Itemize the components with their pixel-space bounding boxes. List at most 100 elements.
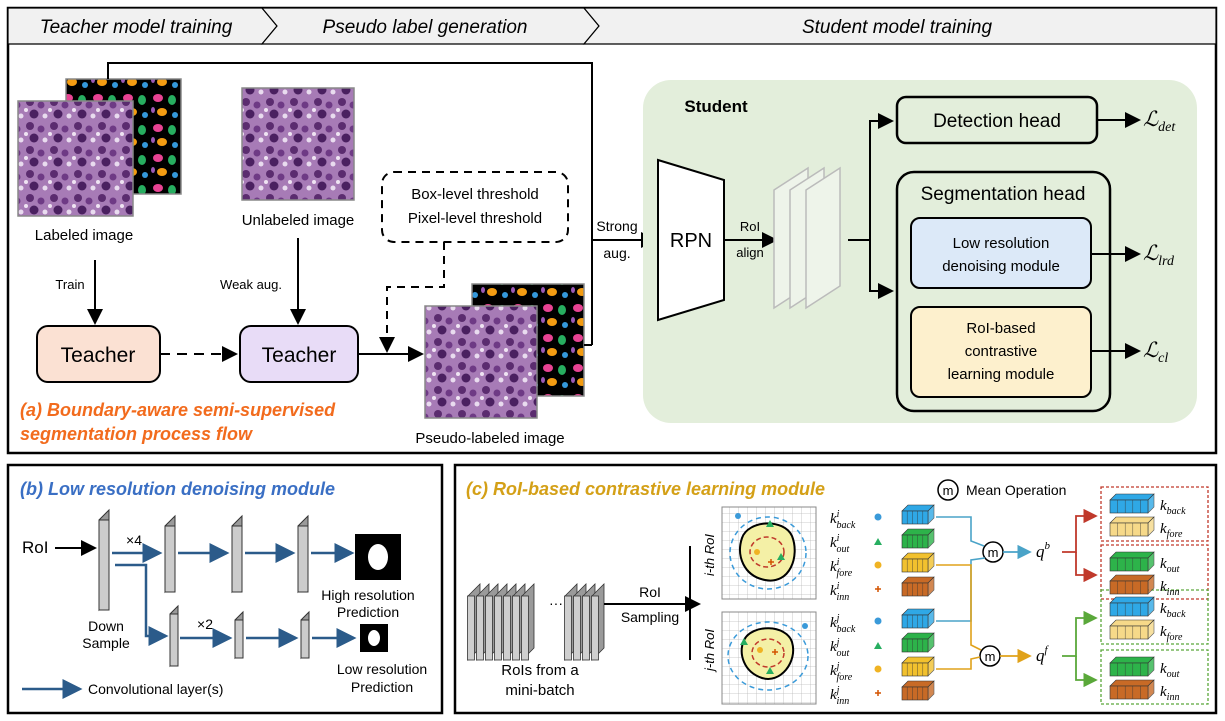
panel-a-caption-1: (a) Boundary-aware semi-supervised: [20, 400, 336, 420]
feature-vector: [1109, 596, 1155, 617]
weak-aug-label: Weak aug.: [220, 277, 282, 292]
rois-label-2: mini-batch: [505, 682, 574, 699]
cl-label-3: learning module: [948, 366, 1055, 383]
i-th-roi-object: [739, 522, 796, 582]
qf-positive-pair-box: [1100, 589, 1209, 645]
teacher-label-1: Teacher: [61, 344, 136, 367]
unlabeled-image: [241, 87, 355, 201]
pixel-threshold-label: Pixel-level threshold: [408, 210, 542, 227]
feature-vector: [1109, 493, 1155, 514]
roi-slab: [521, 583, 535, 661]
qf-negative-pair-box: [1100, 649, 1209, 705]
down-label-2: Sample: [82, 635, 130, 651]
panel-a-caption-2: segmentation process flow: [20, 424, 253, 444]
qb-negative-pair-box: [1100, 544, 1209, 600]
down-label-1: Down: [88, 618, 124, 634]
roi-label: RoI: [740, 219, 760, 234]
labeled-image: [17, 100, 134, 217]
mean-connections: [936, 516, 986, 670]
high-res-blob: [368, 544, 388, 570]
aug-label: aug.: [603, 245, 630, 261]
mean-op-legend-label: Mean Operation: [966, 482, 1066, 498]
threshold-box: [381, 171, 569, 243]
low-res-label-1: Low resolution: [337, 661, 427, 677]
j-th-roi-object: [740, 627, 795, 680]
labeled-image-label: Labeled image: [35, 227, 133, 244]
to-segmentation-arrow: [869, 240, 894, 299]
loss-det: ℒdet: [1143, 107, 1176, 135]
pair-labels: kback kfore kout kinn kback kfore kout k…: [1160, 498, 1186, 703]
feature-maps: [773, 166, 841, 310]
roi-sampling-label-2: Sampling: [621, 609, 679, 625]
feature-vector: [901, 528, 935, 549]
mean-op-legend-symbol: m: [943, 483, 954, 498]
qb-positive-pair-box: [1100, 486, 1209, 542]
pseudo-labeled-label: Pseudo-labeled image: [415, 430, 564, 447]
feature-vector: [901, 576, 935, 597]
j-th-roi-outer-ring: [727, 621, 809, 691]
low-res-blob: [368, 630, 380, 646]
stage-pseudo-label: Pseudo label generation: [323, 17, 528, 38]
rois-label-1: RoIs from a: [501, 662, 579, 679]
rpn-label: RPN: [670, 230, 712, 252]
strong-label: Strong: [596, 218, 637, 234]
pair-vectors: [1109, 493, 1155, 700]
roi-stack: [467, 583, 605, 661]
cl-label-2: contrastive: [965, 343, 1038, 360]
feature-vector: [901, 632, 935, 653]
j-th-roi-label: j-th RoI: [702, 629, 717, 673]
lrd-label-2: denoising module: [942, 258, 1060, 275]
svg-text:kout: kout: [1160, 556, 1180, 575]
unlabeled-image-label: Unlabeled image: [242, 212, 355, 229]
segmentation-head-label: Segmentation head: [921, 184, 1086, 205]
qf-to-top: [1062, 610, 1098, 657]
svg-text:kout: kout: [1160, 661, 1180, 680]
lrd-module-box: [910, 217, 1092, 289]
feature-vector: [1109, 619, 1155, 640]
svg-text:kfore: kfore: [1160, 521, 1183, 540]
labeled-feed-line: [107, 62, 593, 345]
low-res-label-2: Prediction: [351, 679, 413, 695]
svg-text:kinn: kinn: [1160, 579, 1179, 598]
qb-to-bottom: [1075, 552, 1098, 583]
high-res-label-1: High resolution: [321, 587, 414, 603]
threshold-arrow: [379, 242, 445, 353]
svg-text:kback: kback: [1160, 498, 1186, 517]
stage-student-training: Student model training: [802, 17, 993, 38]
downsample-arrow: [115, 563, 169, 646]
x2-label: ×2: [197, 616, 213, 632]
svg-text:kback: kback: [1160, 601, 1186, 620]
i-th-roi-inner-ring: [749, 536, 785, 568]
to-detection-arrow: [869, 113, 894, 240]
svg-text:kfore: kfore: [1160, 624, 1183, 643]
cl-label-1: RoI-based: [966, 320, 1035, 337]
j-th-roi-inner-ring: [751, 638, 785, 668]
feature-vector: [901, 656, 935, 677]
student-label: Student: [684, 97, 748, 116]
qf-to-bottom: [1075, 656, 1098, 688]
feature-vector: [1109, 516, 1155, 537]
loss-cl: ℒcl: [1143, 338, 1168, 366]
high-res-label-2: Prediction: [337, 604, 399, 620]
lrd-label-1: Low resolution: [953, 235, 1050, 252]
legend-conv-label: Convolutional layer(s): [88, 681, 223, 697]
feature-vector: [1109, 551, 1155, 572]
pseudo-labeled-image: [424, 305, 538, 419]
qb-label: qb: [1036, 540, 1051, 561]
roi-sampling-label-1: RoI: [639, 584, 661, 600]
panel-b-frame: [6, 463, 444, 715]
key-markers: [874, 513, 882, 696]
mean-node-b-symbol: m: [988, 545, 999, 560]
box-threshold-label: Box-level threshold: [411, 186, 539, 203]
feature-vector: [901, 552, 935, 573]
stage-banner: Teacher model training Pseudo label gene…: [7, 7, 1217, 45]
mean-node-f-symbol: m: [985, 649, 996, 664]
